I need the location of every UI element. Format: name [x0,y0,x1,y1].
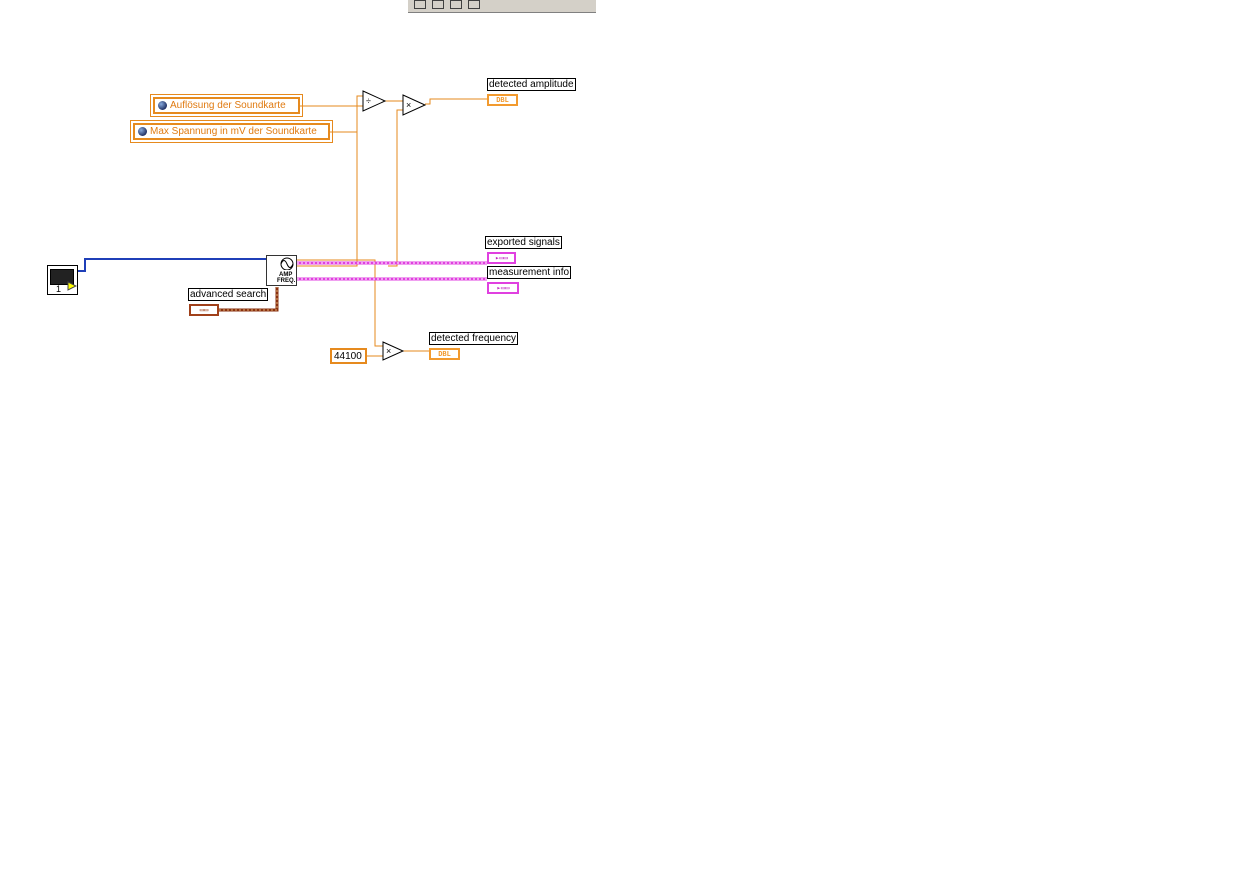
input-cluster-node[interactable]: 1 [47,265,78,295]
toolbar-button[interactable] [414,0,426,9]
label-detected-amplitude: detected amplitude [487,78,576,91]
express-vi-text: FREQ. [277,278,296,284]
waveform-icon [280,257,294,270]
label-exported-signals: exported signals [485,236,562,249]
label-advanced-search: advanced search [188,288,269,301]
global-var-label: Auflösung der Soundkarte [170,100,286,111]
toolbar-button[interactable] [432,0,444,9]
divide-node[interactable] [362,90,387,112]
global-var-label: Max Spannung in mV der Soundkarte [150,126,317,137]
play-arrow-icon [67,281,77,291]
globe-icon [138,127,147,136]
multiply-node-frequency[interactable] [382,341,405,361]
multiply-symbol: × [406,100,411,110]
detected-amplitude-indicator[interactable]: DBL [487,94,518,106]
wire-frequency[interactable] [297,259,383,347]
globe-icon [158,101,167,110]
divide-symbol: ÷ [366,96,371,106]
label-detected-frequency: detected frequency [429,332,519,345]
global-var-max-voltage[interactable]: Max Spannung in mV der Soundkarte [130,120,333,143]
wire-cluster[interactable] [78,258,266,272]
wire-amplitude[interactable] [388,109,403,267]
toolbar-button[interactable] [450,0,462,9]
measurement-info-indicator[interactable]: ▸▭▭ [487,282,519,294]
display-icon [50,269,74,285]
toolbar-button[interactable] [468,0,480,9]
multiply-node[interactable] [402,94,427,116]
label-measurement-info: measurement info [487,266,572,279]
sample-rate-constant[interactable]: 44100 [330,348,367,364]
global-var-resolution[interactable]: Auflösung der Soundkarte [150,94,303,117]
amplitude-frequency-express-vi[interactable]: AMP FREQ. [266,255,297,286]
exported-signals-indicator[interactable]: ▸▭▭ [487,252,516,264]
express-vi-text: AMP [279,272,293,278]
wire-to-detected-amplitude[interactable] [425,98,487,105]
multiply-symbol: × [386,346,391,356]
advanced-search-control[interactable]: ▭▭ [189,304,219,316]
detected-frequency-indicator[interactable]: DBL [429,348,460,360]
node-count: 1 [56,284,62,294]
wire-amplitude-vertical[interactable] [297,132,358,267]
toolbar-strip [408,0,596,13]
wire-max-voltage[interactable] [330,95,363,133]
